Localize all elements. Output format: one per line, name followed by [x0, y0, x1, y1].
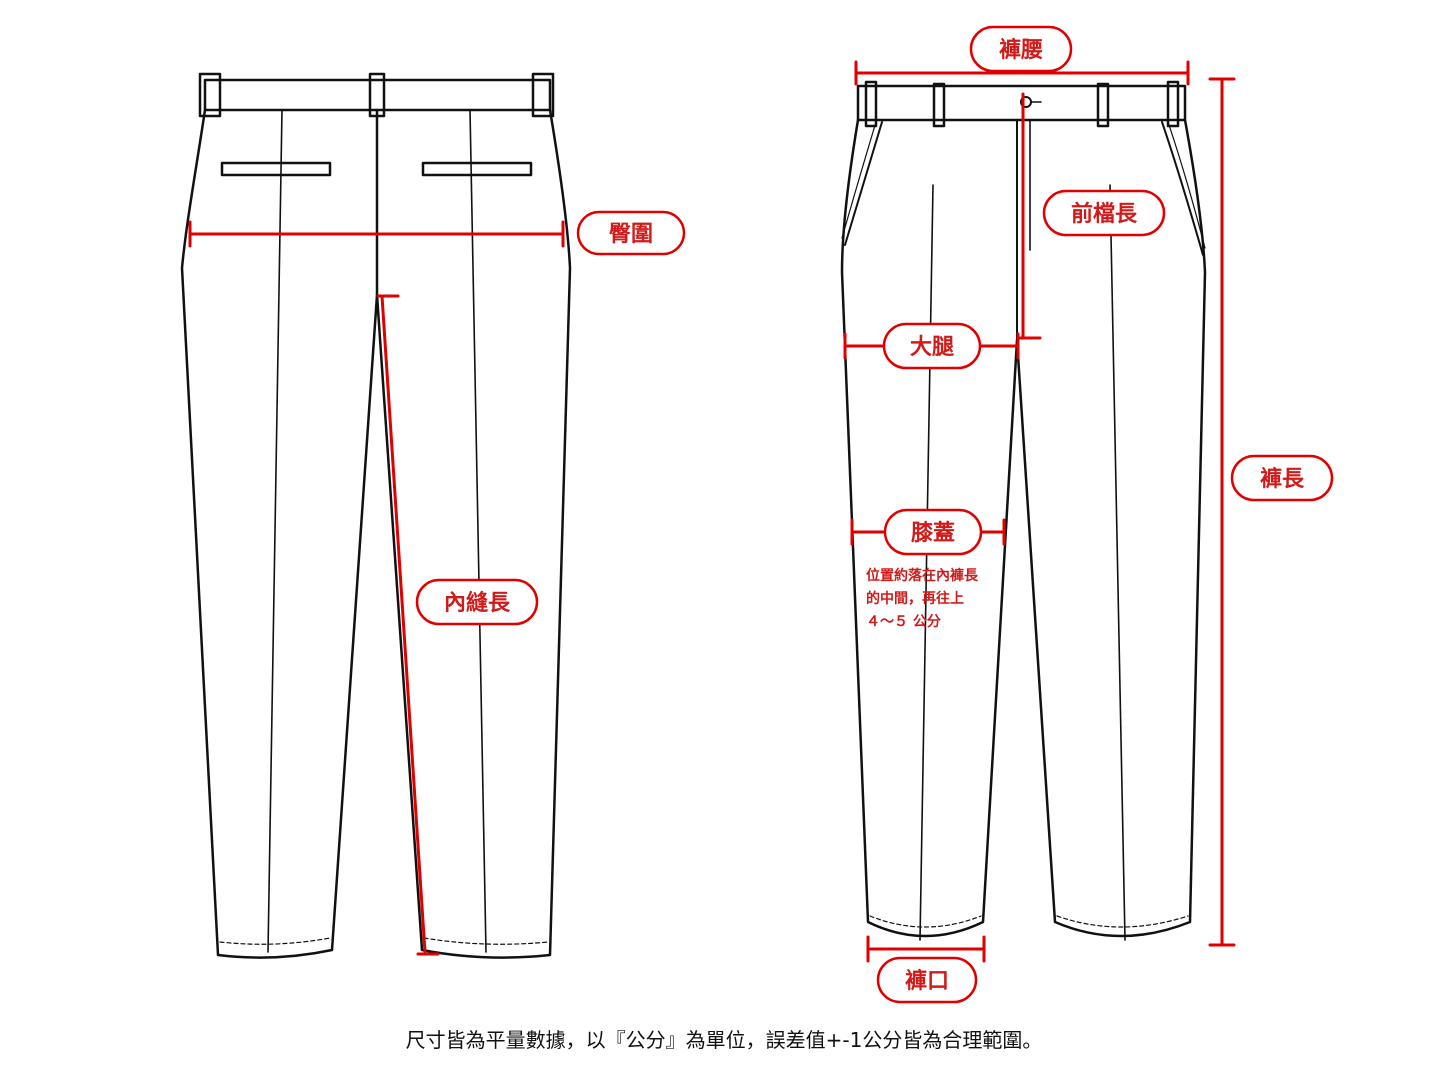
- back-crease-right: [469, 109, 487, 953]
- front-belt-loop-3: [1096, 82, 1110, 128]
- back-belt-loop-right: [531, 72, 555, 118]
- front-rise-label-text: 前檔長: [1071, 201, 1138, 227]
- measurement-labels: 臀圍 內縫長 褲腰 前檔長 大腿 褲長 膝蓋 褲口: [415, 25, 1334, 1004]
- inseam-label-text: 內縫長: [444, 590, 511, 616]
- back-hem-stitch-right: [423, 937, 549, 945]
- front-belt-loop-1: [864, 80, 878, 128]
- front-pocket-left: [844, 121, 883, 246]
- knee-label: 膝蓋: [883, 508, 983, 556]
- back-outline: [180, 108, 572, 959]
- pants-back-view: [180, 72, 572, 959]
- front-crease-left: [919, 184, 934, 941]
- inseam-label: 內縫長: [415, 578, 539, 626]
- back-belt-loop-left: [198, 72, 222, 118]
- back-waistband: [203, 78, 552, 112]
- front-pocket-right: [1161, 121, 1204, 256]
- knee-note-line-2: 的中間，再往上: [866, 590, 964, 607]
- front-crease-right: [1109, 184, 1126, 941]
- front-hem-stitch-left: [869, 915, 982, 928]
- back-pocket-left: [220, 161, 332, 177]
- measurement-lines: [188, 60, 1236, 963]
- hem-label-text: 褲口: [905, 968, 949, 994]
- inseam-measure-line: [380, 294, 427, 954]
- knee-note-line-1: 位置約落在內褲長: [866, 567, 979, 584]
- length-label: 褲長: [1230, 454, 1334, 502]
- knee-position-note: 位置約落在內褲長 的中間，再往上 ４～５ 公分: [866, 567, 979, 630]
- waist-label: 褲腰: [969, 25, 1073, 73]
- front-rise-label: 前檔長: [1042, 189, 1166, 237]
- front-belt-loop-4: [1166, 80, 1180, 128]
- front-pocket-right-inner: [1167, 121, 1206, 249]
- knee-label-text: 膝蓋: [911, 520, 955, 546]
- length-label-text: 褲長: [1260, 466, 1305, 492]
- knee-note-line-3: ４～５ 公分: [866, 614, 941, 630]
- hip-label: 臀圍: [576, 210, 686, 256]
- front-belt-loop-2: [932, 82, 946, 128]
- footer-note: 尺寸皆為平量數據，以『公分』為單位，誤差值+-1公分皆為合理範圍。: [405, 1028, 1043, 1052]
- waist-label-text: 褲腰: [999, 37, 1043, 63]
- front-pocket-left-inner: [841, 121, 877, 239]
- back-hem-stitch-left: [219, 937, 331, 945]
- back-pocket-right: [421, 161, 533, 177]
- hip-label-text: 臀圍: [609, 222, 653, 247]
- back-crease-left: [267, 109, 283, 953]
- front-hem-stitch-right: [1056, 915, 1189, 928]
- hem-label: 褲口: [876, 956, 978, 1004]
- thigh-label: 大腿: [882, 322, 982, 370]
- thigh-label-text: 大腿: [910, 335, 954, 360]
